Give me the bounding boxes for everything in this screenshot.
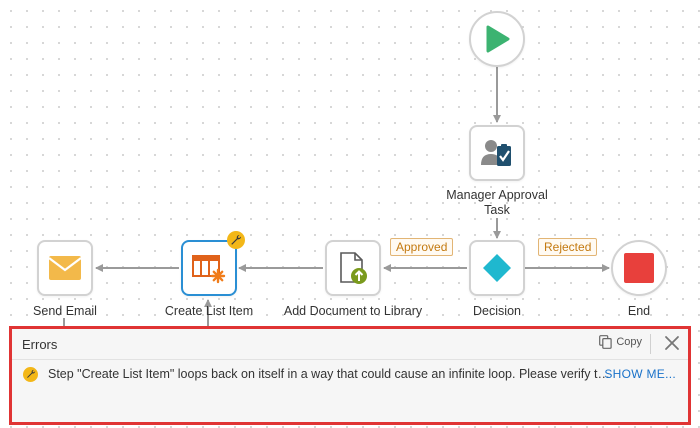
manager-approval-task-node[interactable] bbox=[469, 125, 525, 181]
send-email-node[interactable] bbox=[37, 240, 93, 296]
approval-task-icon bbox=[481, 140, 511, 166]
create-list-item-warning-badge[interactable] bbox=[227, 231, 245, 249]
wrench-icon bbox=[26, 369, 35, 378]
wrench-icon bbox=[231, 234, 242, 245]
add-document-node[interactable] bbox=[325, 240, 381, 296]
errors-panel-title: Errors bbox=[22, 336, 58, 352]
error-row: Step "Create List Item" loops back on it… bbox=[12, 360, 688, 388]
manager-approval-task-label: Manager Approval Task bbox=[446, 188, 548, 217]
decision-label: Decision bbox=[473, 304, 521, 318]
document-upload-icon bbox=[340, 252, 367, 284]
close-errors-button[interactable] bbox=[664, 335, 680, 356]
errors-panel: Errors Copy Step "Create List Item" loop… bbox=[9, 326, 691, 425]
errors-panel-header: Errors Copy bbox=[12, 329, 688, 360]
play-icon bbox=[486, 25, 510, 53]
create-list-item-label: Create List Item bbox=[164, 304, 254, 318]
end-node[interactable] bbox=[611, 240, 667, 296]
copy-button-label: Copy bbox=[616, 336, 642, 348]
create-list-item-node[interactable] bbox=[181, 240, 237, 296]
branch-rejected-tag[interactable]: Rejected bbox=[538, 238, 598, 256]
list-item-icon bbox=[192, 255, 226, 284]
start-node[interactable] bbox=[469, 11, 525, 67]
error-warning-badge bbox=[23, 366, 38, 382]
send-email-label: Send Email bbox=[33, 304, 97, 318]
decision-diamond-icon bbox=[483, 254, 511, 282]
stop-icon bbox=[624, 253, 654, 283]
copy-button[interactable]: Copy bbox=[599, 335, 642, 349]
branch-approved-tag[interactable]: Approved bbox=[390, 238, 454, 256]
add-document-label: Add Document to Library bbox=[283, 304, 423, 318]
error-message: Step "Create List Item" loops back on it… bbox=[48, 367, 616, 381]
close-icon bbox=[665, 336, 679, 350]
show-me-link[interactable]: SHOW ME... bbox=[604, 367, 676, 381]
header-divider bbox=[650, 334, 651, 354]
envelope-icon bbox=[49, 256, 81, 280]
end-label: End bbox=[627, 304, 651, 318]
copy-icon bbox=[599, 335, 613, 349]
decision-node[interactable] bbox=[469, 240, 525, 296]
